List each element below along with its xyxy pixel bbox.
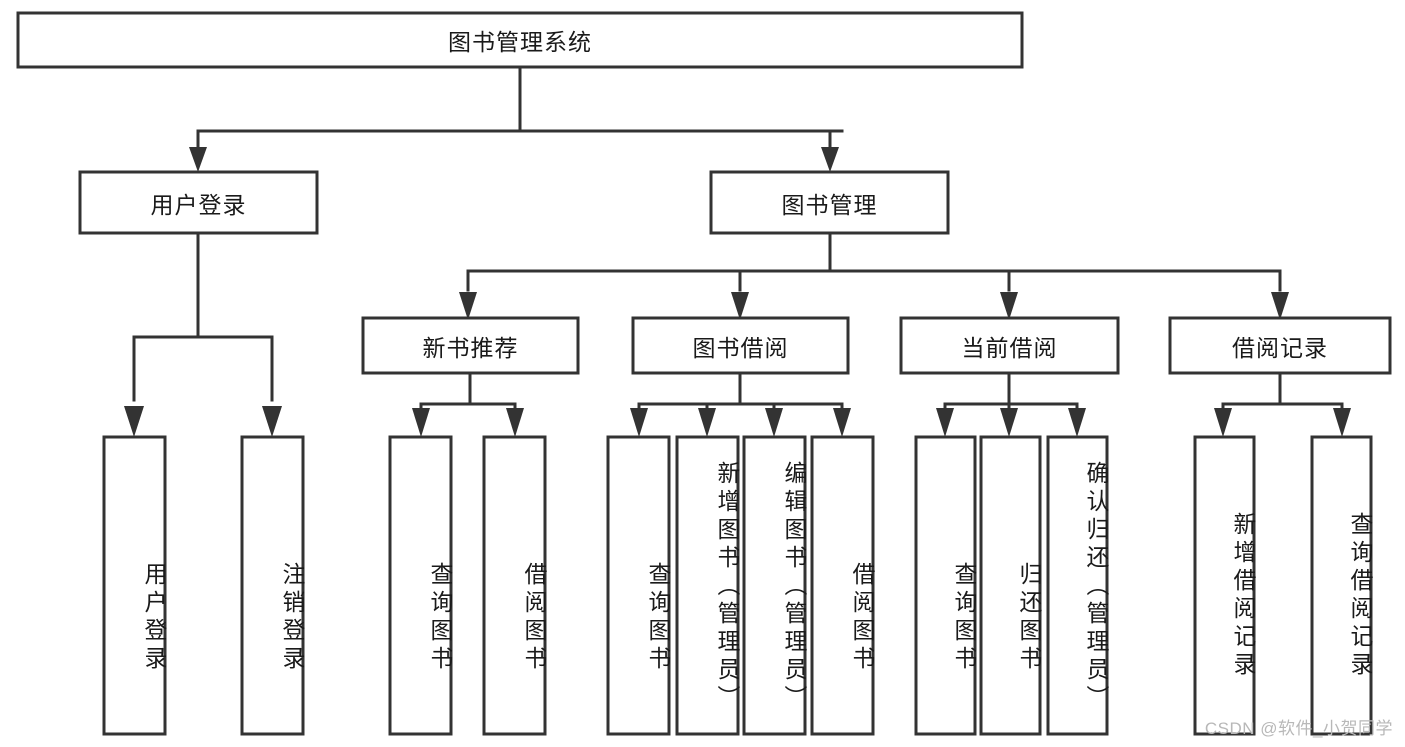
node-box-leaf-query-book-2[interactable] [606,435,671,736]
node-box-borrow-record[interactable] [1168,316,1392,375]
node-box-book-borrow[interactable] [631,316,850,375]
connector-bookborrow-to-leaves [630,371,851,437]
node-box-leaf-query-book-1[interactable] [388,435,453,736]
node-box-root[interactable] [16,11,1024,69]
connector-userlogin-to-leaves [124,231,282,437]
node-box-book-management[interactable] [709,170,950,235]
connector-bookmgmt-to-level3 [459,231,1289,320]
connector-root-to-level2 [189,65,844,172]
node-box-leaf-add-record[interactable] [1193,435,1256,736]
node-box-current-borrow[interactable] [899,316,1120,375]
node-box-leaf-query-book-3[interactable] [914,435,977,736]
connector-newbook-to-leaves [412,371,524,437]
node-box-leaf-confirm-return[interactable] [1046,435,1109,736]
node-box-leaf-add-book[interactable] [675,435,740,736]
node-box-leaf-borrow-book-1[interactable] [482,435,547,736]
node-box-leaf-query-record[interactable] [1310,435,1373,736]
node-box-leaf-logout[interactable] [240,435,305,736]
node-box-user-login[interactable] [78,170,319,235]
node-box-leaf-borrow-book-2[interactable] [810,435,875,736]
node-box-leaf-return-book[interactable] [979,435,1042,736]
connector-currentborrow-to-leaves [936,371,1086,437]
connector-borrowrecord-to-leaves [1214,371,1351,437]
csdn-watermark: CSDN @软件_小贺同学 [1204,719,1393,738]
node-box-leaf-edit-book[interactable] [742,435,807,736]
node-box-leaf-user-login[interactable] [102,435,167,736]
node-box-new-book-recommend[interactable] [361,316,580,375]
